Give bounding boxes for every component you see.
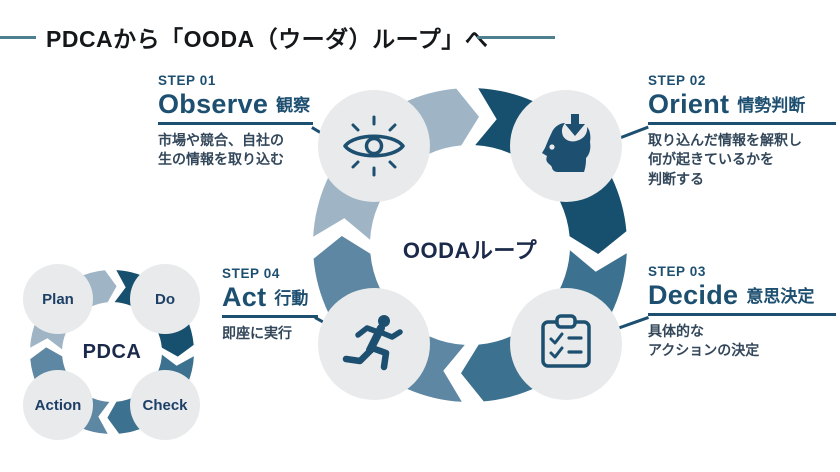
step-underline bbox=[648, 312, 836, 316]
pdca-loop-diagram bbox=[23, 264, 200, 440]
head-arrow-icon bbox=[542, 114, 591, 172]
step-number: STEP 04 bbox=[222, 266, 280, 281]
step-title-en: Observe bbox=[158, 88, 269, 119]
pdca-center-label: PDCA bbox=[82, 341, 142, 363]
step-title-ja: 観察 bbox=[276, 96, 311, 116]
runner-icon bbox=[342, 315, 403, 371]
ooda-step-observe: STEP 01 Observe 観察 市場や競合、自社の 生の情報を取り込む bbox=[158, 73, 313, 170]
ooda-node-observe bbox=[318, 90, 430, 202]
step-title-ja: 意思決定 bbox=[746, 287, 815, 307]
pdca-label-do: Do bbox=[155, 291, 175, 308]
step-title: Orient 情勢判断 bbox=[648, 88, 836, 119]
step-underline bbox=[158, 121, 313, 125]
page-title: PDCAから「OODA（ウーダ）ループ」へ bbox=[46, 26, 489, 52]
pdca-node-action bbox=[23, 370, 93, 440]
step-title-ja: 行動 bbox=[274, 289, 309, 309]
step-title: Act 行動 bbox=[222, 281, 318, 312]
pdca-label-check: Check bbox=[142, 397, 188, 414]
checklist-icon bbox=[541, 314, 591, 368]
step-description: 具体的な アクションの決定 bbox=[648, 322, 760, 359]
step-description: 即座に実行 bbox=[222, 324, 292, 341]
eye-icon bbox=[343, 115, 405, 177]
step-number: STEP 03 bbox=[648, 264, 706, 279]
ooda-step-orient: STEP 02 Orient 情勢判断 取り込んだ情報を解釈し 何が起きているか… bbox=[648, 73, 836, 189]
pdca-node-check bbox=[130, 370, 200, 440]
ooda-loop-diagram bbox=[313, 88, 627, 402]
pdca-node-plan bbox=[23, 264, 93, 334]
step-title-en: Act bbox=[222, 281, 267, 312]
step-title: Observe 観察 bbox=[158, 88, 313, 119]
step-underline bbox=[222, 314, 318, 318]
step-number: STEP 02 bbox=[648, 73, 706, 88]
pdca-label-action: Action bbox=[34, 397, 82, 414]
pdca-label-plan: Plan bbox=[42, 291, 74, 308]
step-underline bbox=[648, 121, 836, 125]
ooda-center-label: OODAループ bbox=[402, 238, 538, 263]
step-description: 取り込んだ情報を解釈し 何が起きているかを 判断する bbox=[648, 131, 802, 187]
ooda-step-decide: STEP 03 Decide 意思決定 具体的な アクションの決定 bbox=[648, 264, 836, 361]
step-title-en: Orient bbox=[648, 88, 730, 119]
step-title-ja: 情勢判断 bbox=[737, 96, 806, 116]
ooda-step-act: STEP 04 Act 行動 即座に実行 bbox=[222, 266, 318, 343]
step-description: 市場や競合、自社の 生の情報を取り込む bbox=[158, 131, 284, 168]
step-title: Decide 意思決定 bbox=[648, 279, 836, 310]
ooda-node-decide bbox=[510, 288, 622, 400]
pdca-node-do bbox=[130, 264, 200, 334]
step-number: STEP 01 bbox=[158, 73, 216, 88]
step-title-en: Decide bbox=[648, 279, 739, 310]
title-rule-right bbox=[477, 36, 555, 39]
title-rule-left bbox=[0, 36, 36, 39]
